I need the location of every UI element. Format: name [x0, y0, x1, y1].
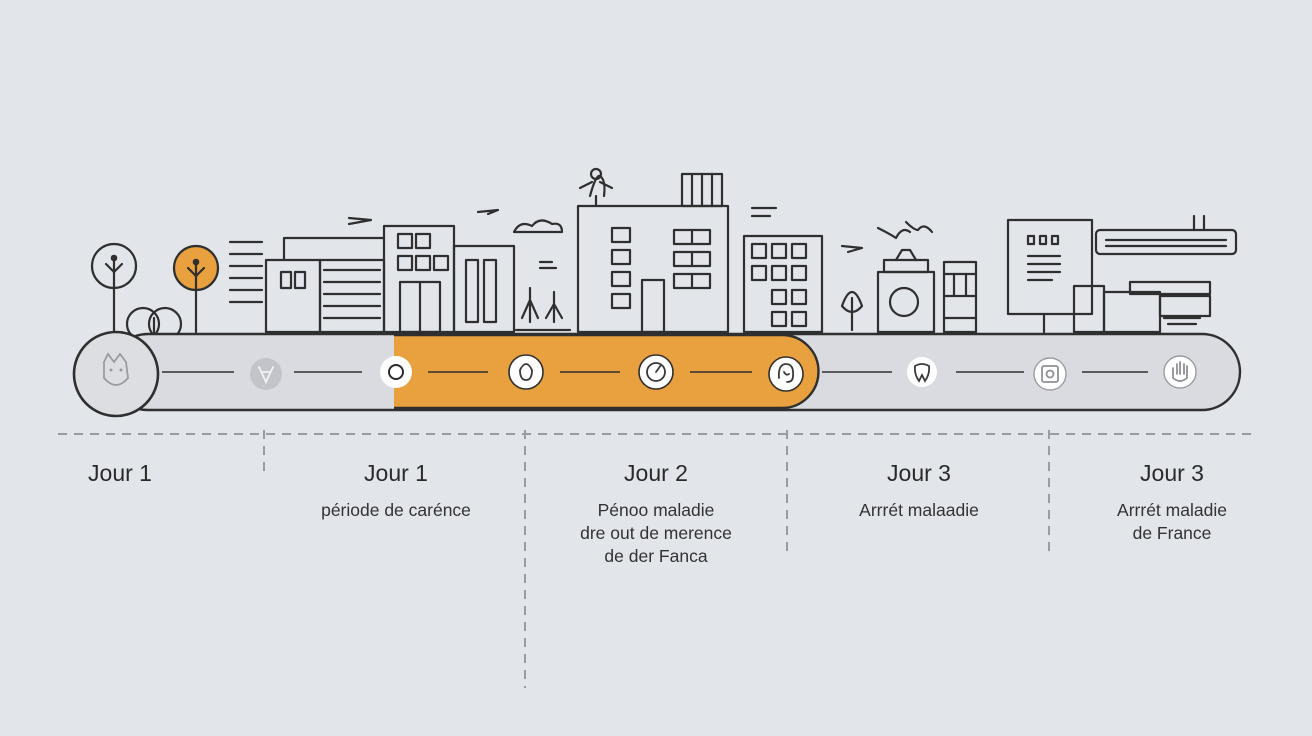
bird-icon: [840, 220, 934, 254]
photo-icon: [1033, 357, 1067, 391]
step-day-label: Jour 1: [88, 460, 152, 486]
dashed-dividers: [58, 430, 1254, 688]
step-description: période de carénce: [321, 500, 471, 520]
building-icon: [228, 240, 264, 304]
ring-icon: [380, 356, 412, 388]
step-day-label: Jour 1: [364, 460, 428, 486]
bird-icon: [347, 208, 500, 226]
drop-icon: [508, 354, 544, 390]
tree-icon: [840, 290, 864, 332]
step-4: Jour 3 Arrrét malaadie: [859, 460, 979, 522]
building-icon: [382, 224, 516, 334]
step-5: Jour 3 Arrrét maladie de France: [1117, 460, 1227, 545]
timeline-track: [72, 330, 1242, 418]
step-day-label: Jour 2: [624, 460, 688, 486]
cloud-icon: [512, 219, 564, 234]
train-icon: [1094, 214, 1238, 256]
building-icon: [742, 234, 824, 334]
step-day-label: Jour 3: [887, 460, 951, 486]
tree-icon: [90, 242, 138, 334]
step-description: de der Fanca: [604, 546, 708, 566]
face-icon: [103, 352, 129, 386]
step-description: Pénoo maladie: [597, 500, 715, 520]
hand-icon: [1163, 355, 1197, 389]
cup-icon: [250, 358, 282, 390]
step-day-label: Jour 3: [1140, 460, 1204, 486]
city-skyline: [90, 167, 1238, 342]
orange-tree-icon: [172, 244, 220, 334]
step-1: Jour 1: [88, 460, 152, 487]
building-icon: [1072, 280, 1212, 334]
step-description: dre out de merence: [580, 523, 732, 543]
building-icon: [264, 236, 386, 334]
ear-icon: [768, 356, 804, 392]
step-description: de France: [1132, 523, 1212, 543]
step-description: Arrrét malaadie: [859, 500, 979, 520]
step-2: Jour 1 période de carénce: [321, 460, 471, 522]
step-description: Arrrét maladie: [1117, 500, 1227, 520]
step-3: Jour 2 Pénoo maladie dre out de merence …: [580, 460, 732, 568]
billboard-icon: [1006, 218, 1094, 334]
plant-icon: [514, 260, 572, 332]
tooth-icon: [907, 357, 937, 387]
start-node: [72, 330, 160, 418]
gauge-icon: [638, 354, 674, 390]
factory-icon: [876, 248, 978, 334]
building-icon: [576, 167, 778, 334]
